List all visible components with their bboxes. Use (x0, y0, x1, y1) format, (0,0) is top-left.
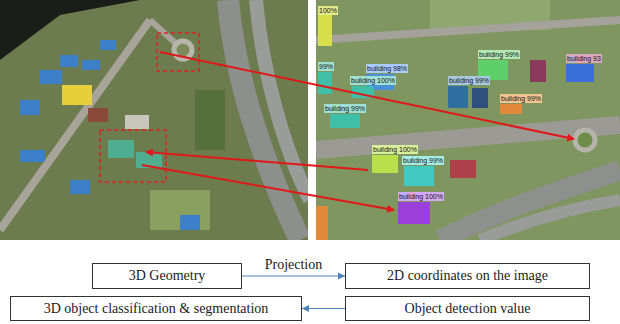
building-mask (450, 160, 476, 178)
highway (480, 200, 620, 240)
process-box: 2D coordinates on the image (345, 263, 590, 289)
detection-label: building 99% (448, 76, 490, 85)
field (150, 190, 210, 230)
arrow-line (242, 275, 345, 276)
oblique-photo (0, 0, 308, 240)
roundabout (575, 130, 595, 150)
box-text: Object detection value (405, 301, 531, 317)
trees (195, 90, 225, 150)
building (40, 70, 62, 84)
road (316, 125, 620, 150)
box-text: 3D object classification & segmentation (44, 301, 269, 317)
detection-label: building 99% (500, 94, 542, 103)
road (316, 20, 620, 40)
box-text: 2D coordinates on the image (387, 268, 548, 284)
building (108, 140, 134, 158)
building (60, 55, 78, 67)
detection-label: building 99% (324, 104, 366, 113)
building (125, 115, 149, 129)
arrow-head (338, 273, 345, 280)
detection-label: building 100% (398, 192, 444, 201)
building-mask (330, 114, 360, 128)
process-box: 3D Geometry (92, 263, 242, 289)
process-box: Object detection value (345, 296, 590, 321)
building (180, 215, 200, 230)
detection-label: 99% (318, 62, 334, 71)
detection-label: building 99% (402, 156, 444, 165)
building-mask (448, 86, 468, 108)
arrow-head (302, 305, 309, 312)
correspondence-arrow (146, 152, 368, 170)
highway (256, 0, 308, 200)
building (20, 100, 40, 115)
detection-label: building 98% (366, 64, 408, 73)
building (20, 150, 45, 162)
process-box: 3D object classification & segmentation (10, 296, 302, 321)
building-mask (398, 202, 430, 224)
building-mask (404, 166, 434, 186)
correspondence-arrow (142, 165, 394, 210)
building (82, 60, 100, 70)
building-mask (318, 12, 332, 46)
building-mask (472, 88, 488, 108)
flow-arrow (242, 273, 345, 280)
box-text: 3D Geometry (129, 268, 206, 284)
detection-label: building 100% (350, 76, 396, 85)
road (0, 20, 150, 230)
building (62, 85, 92, 105)
edge-label: Projection (263, 257, 325, 273)
building-mask (566, 64, 594, 82)
highway (440, 170, 620, 240)
detection-label: building 100% (372, 145, 418, 154)
building-mask (372, 155, 398, 173)
building-mask (530, 60, 546, 82)
building-mask (316, 206, 328, 240)
detection-label: building 99% (478, 50, 520, 59)
detection-label: 100% (318, 6, 338, 15)
building (88, 108, 108, 122)
building-mask (500, 104, 522, 114)
detection-label: building 93 (566, 54, 602, 63)
building-mask (318, 72, 332, 94)
building (70, 180, 90, 194)
building (100, 40, 116, 50)
highlight-box (100, 130, 166, 182)
flow-arrow (302, 305, 345, 312)
correspondence-arrow (160, 52, 574, 139)
